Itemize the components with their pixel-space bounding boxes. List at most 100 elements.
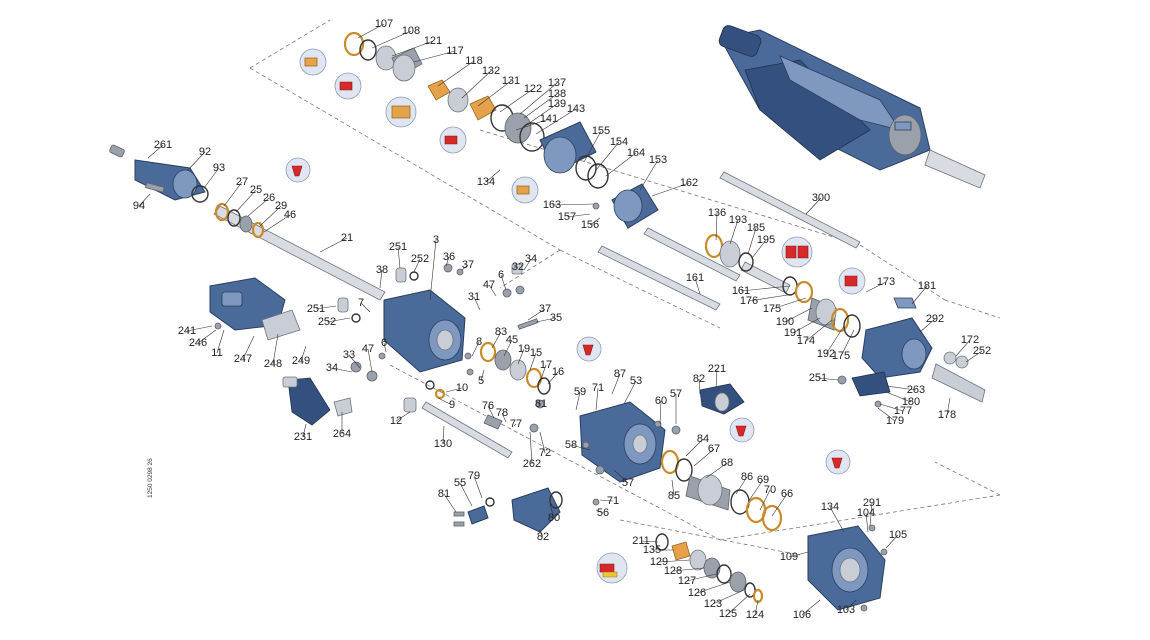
- part-number-label: 57: [622, 477, 634, 489]
- part-number-label: 45: [506, 334, 518, 346]
- part-number-label: 93: [213, 162, 225, 174]
- part-number-label: 19: [518, 343, 530, 355]
- leader-line: [515, 118, 550, 131]
- part-number-label: 163: [543, 199, 561, 211]
- leader-line: [513, 423, 517, 427]
- ring-143: [519, 122, 545, 152]
- flange-247: [261, 309, 301, 341]
- leader-line: [671, 479, 675, 497]
- leader-line: [817, 377, 839, 381]
- part-number-label: 109: [780, 551, 798, 563]
- part-number-label: 56: [597, 507, 609, 519]
- leader-line: [575, 391, 581, 411]
- part-number-label: 85: [668, 490, 680, 502]
- part-number-label: 105: [889, 529, 907, 541]
- leader-line: [751, 239, 767, 259]
- bushing-122: [469, 95, 497, 121]
- leader-line: [759, 489, 771, 511]
- leader-line: [946, 397, 951, 416]
- part-number-label: 33: [343, 349, 355, 361]
- leader-line: [771, 297, 807, 310]
- leader-line: [437, 60, 475, 87]
- leader-line: [437, 397, 453, 406]
- part-number-label: 32: [512, 261, 524, 273]
- part-number-label: 193: [729, 214, 747, 226]
- leader-line: [247, 197, 270, 217]
- leader-line: [367, 348, 373, 373]
- part-number-label: 31: [468, 291, 480, 303]
- part-number-label: 7: [358, 297, 364, 309]
- leader-line: [395, 411, 411, 422]
- part-number-label: 11: [211, 347, 222, 359]
- part-number-label: 69: [757, 474, 769, 486]
- leader-line: [869, 502, 873, 527]
- ring-108: [359, 39, 377, 61]
- leader-line: [640, 540, 659, 543]
- rotation-motor-241: [209, 277, 301, 341]
- leader-line: [480, 369, 485, 382]
- part-number-label: 139: [548, 98, 566, 110]
- cover-211: [453, 487, 600, 533]
- leader-line: [911, 285, 928, 305]
- part-number-label: 157: [558, 211, 576, 223]
- part-number-label: 263: [907, 384, 925, 396]
- part-number-label: 71: [607, 495, 619, 507]
- leader-line: [235, 189, 257, 213]
- leader-line: [535, 317, 557, 323]
- part-number-label: 179: [886, 415, 904, 427]
- bushing-132: [427, 79, 451, 101]
- part-number-label: 132: [482, 65, 500, 77]
- leader-line: [391, 40, 434, 57]
- part-number-label: 82: [693, 373, 705, 385]
- part-number-label: 191: [784, 327, 802, 339]
- leader-line: [527, 308, 546, 321]
- leader-line: [595, 387, 599, 411]
- plug-251: [395, 267, 407, 283]
- leader-line: [740, 285, 791, 292]
- leader-line: [461, 70, 492, 99]
- part-number-label: 57: [670, 388, 682, 400]
- leader-line: [570, 444, 591, 451]
- part-number-label: 8: [476, 336, 482, 348]
- leader-line: [735, 476, 748, 495]
- part-number-label: 47: [362, 343, 374, 355]
- leader-line: [599, 499, 614, 502]
- leader-line: [216, 329, 225, 354]
- rod-161-upper: [719, 171, 861, 249]
- leader-line: [326, 317, 351, 323]
- part-number-label: 221: [708, 363, 726, 375]
- part-number-label: 6: [381, 337, 387, 349]
- part-number-label: 81: [438, 488, 450, 500]
- part-number-label: 72: [539, 447, 551, 459]
- leader-line: [485, 169, 501, 183]
- gear-117-face: [392, 54, 416, 82]
- leader-line: [539, 364, 547, 383]
- leader-line: [413, 50, 456, 63]
- shaft-130: [421, 401, 513, 459]
- leader-line: [754, 599, 759, 616]
- leader-line: [748, 293, 795, 302]
- leader-line: [845, 599, 857, 611]
- part-number-label: 251: [809, 372, 827, 384]
- ring-154: [587, 163, 609, 189]
- part-number-label: 129: [650, 556, 668, 568]
- part-number-label: 34: [326, 362, 338, 374]
- leader-line: [186, 325, 213, 332]
- part-number-label: 153: [649, 154, 667, 166]
- leader-line: [583, 130, 602, 163]
- part-180: [851, 371, 891, 397]
- part-79: [467, 505, 489, 525]
- sleeve-131: [447, 87, 469, 113]
- leader-line: [801, 599, 821, 616]
- leader-line: [547, 371, 559, 385]
- part-number-label: 12: [390, 415, 402, 427]
- bolt-94: [145, 182, 165, 193]
- part-number-label: 84: [697, 433, 709, 445]
- leader-line: [727, 593, 751, 615]
- leader-line: [513, 266, 519, 269]
- part-number-label: 5: [478, 375, 484, 387]
- leader-line: [623, 380, 637, 405]
- part-number-label: 83: [495, 326, 507, 338]
- leader-line: [223, 181, 243, 207]
